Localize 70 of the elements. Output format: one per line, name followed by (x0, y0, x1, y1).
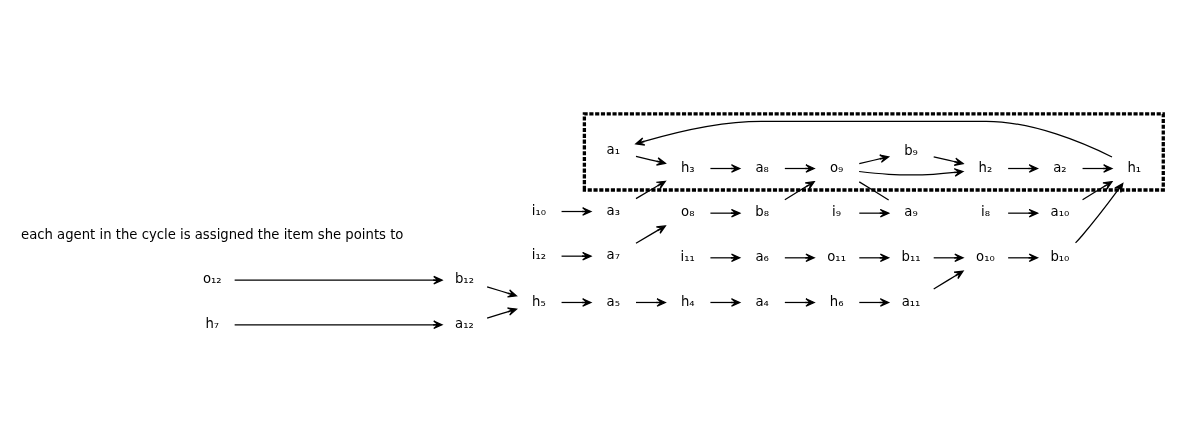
node-text: a₁₁ (901, 293, 921, 309)
node-text: b₉ (904, 143, 918, 159)
node-text: h₂ (978, 159, 993, 175)
arrow (486, 286, 518, 298)
node-text: a₂ (1053, 159, 1067, 175)
arrow (635, 298, 666, 307)
node-text: h₇ (205, 315, 220, 331)
node-text: a₆ (755, 248, 769, 264)
arrow (933, 270, 964, 290)
arrow (858, 208, 890, 218)
connector (858, 181, 890, 201)
arrow (933, 253, 964, 263)
node-text: o₁₁ (827, 248, 846, 264)
node-text: h₄ (680, 293, 695, 309)
label: each agent in the cycle is assigned the item she points to (21, 226, 404, 242)
arrow (1007, 164, 1039, 173)
arrow (858, 154, 890, 165)
arrow (635, 155, 666, 166)
node-text: i₈ (980, 204, 990, 220)
arrow (1081, 164, 1113, 173)
node-text: h₃ (680, 159, 695, 175)
arrow (635, 225, 666, 244)
arrow (560, 251, 592, 261)
arrow (1081, 181, 1113, 201)
node-text: a₁₂ (455, 315, 474, 331)
node-text: h₅ (532, 293, 546, 309)
arrow (784, 298, 815, 307)
arrow (858, 168, 964, 177)
node-text: b₁₀ (1050, 248, 1070, 264)
arrow (560, 207, 592, 216)
arrow (635, 120, 1113, 158)
arrow (1074, 182, 1124, 244)
arrow (784, 181, 815, 201)
arrow (1007, 253, 1039, 263)
node-text: h₆ (829, 293, 844, 309)
arrow (1007, 208, 1039, 218)
node-text: a₇ (606, 247, 621, 263)
node-text: a₃ (606, 202, 621, 218)
node-text: o₁₂ (202, 271, 222, 287)
node-text: a₈ (755, 159, 769, 175)
node-text: h₁ (1127, 159, 1142, 175)
node-text: b₁₁ (901, 248, 921, 264)
arrow (486, 307, 518, 319)
node-text: a₄ (755, 293, 769, 309)
arrow (784, 253, 815, 263)
node-text: b₁₂ (454, 271, 474, 287)
node-text: a₉ (904, 204, 918, 220)
node-text: i₁₁ (680, 248, 695, 264)
arrow (858, 253, 890, 263)
arrow (709, 164, 741, 173)
arrow (635, 180, 666, 200)
arrow (234, 275, 443, 285)
node-text: o₁₀ (976, 248, 995, 264)
arrow (784, 164, 815, 173)
node-text: a₁ (606, 142, 621, 158)
node-text: i₉ (832, 204, 842, 220)
arrow (709, 208, 741, 218)
arrow (234, 320, 443, 330)
node-text: i₁₀ (531, 202, 547, 218)
arrow (858, 298, 890, 307)
arrow (933, 156, 964, 166)
arrow (709, 253, 741, 263)
node-text: i₁₂ (531, 247, 547, 263)
arrow (560, 298, 592, 307)
node-text: a₅ (606, 293, 621, 309)
node-text: b₈ (755, 204, 770, 220)
node-text: a₁₀ (1050, 204, 1070, 220)
arrow (709, 298, 741, 307)
node-text: o₉ (829, 159, 844, 175)
node-text: o₈ (681, 204, 695, 220)
